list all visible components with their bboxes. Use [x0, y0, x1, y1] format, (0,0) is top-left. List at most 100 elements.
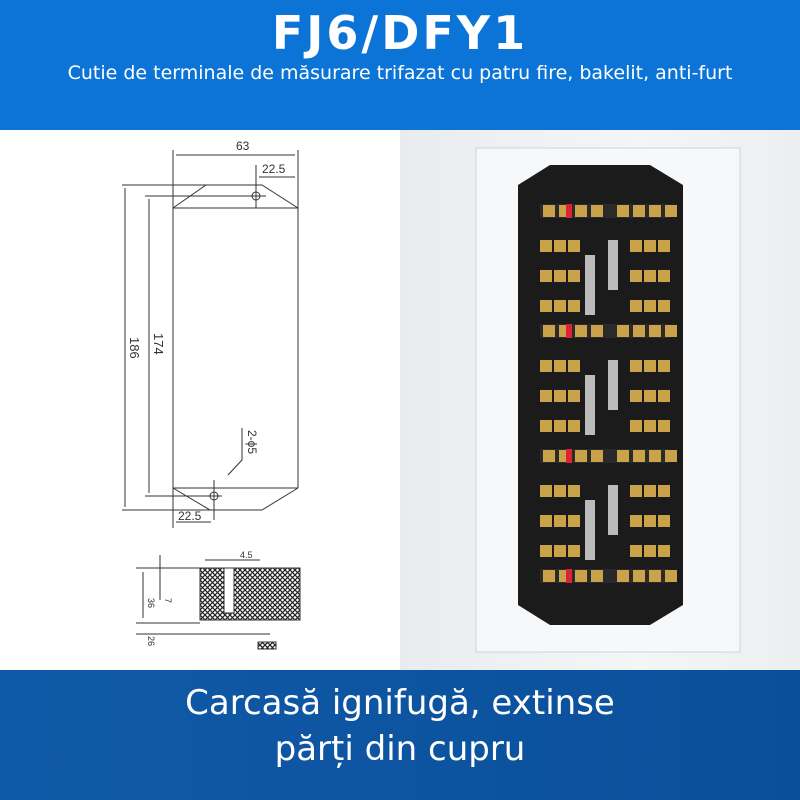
dimension-drawing: 63 22.5 186 174 2-ϕ5 22.5 4.5 36 7 26	[0, 130, 400, 670]
terminal-screw	[644, 485, 656, 497]
terminal-screw	[649, 205, 661, 217]
metal-link	[585, 500, 595, 560]
outline-front	[122, 150, 299, 528]
footer-line-2: părți din cupru	[274, 729, 526, 769]
terminal-screw	[617, 205, 629, 217]
dim-offset-top: 22.5	[262, 162, 286, 176]
terminal-screw	[554, 545, 566, 557]
link-marker	[566, 204, 572, 218]
terminal-screw	[575, 205, 587, 217]
terminal-screw	[540, 390, 552, 402]
terminal-screw	[540, 360, 552, 372]
terminal-screw	[540, 515, 552, 527]
dim-offset-bottom: 22.5	[178, 509, 202, 523]
terminal-screw	[568, 420, 580, 432]
terminal-screw	[568, 360, 580, 372]
dim-slot: 4.5	[240, 550, 253, 560]
terminal-screw	[644, 270, 656, 282]
link-marker	[566, 324, 572, 338]
terminal-screw	[665, 205, 677, 217]
terminal-screw	[540, 420, 552, 432]
terminal-screw	[554, 420, 566, 432]
terminal-screw	[554, 240, 566, 252]
metal-link	[585, 255, 595, 315]
terminal-screw	[658, 515, 670, 527]
metal-link	[608, 485, 618, 535]
terminal-screw	[630, 240, 642, 252]
product-subtitle: Cutie de terminale de măsurare trifazat …	[67, 62, 733, 84]
terminal-screw	[568, 545, 580, 557]
terminal-screw	[658, 420, 670, 432]
terminal-screw	[554, 360, 566, 372]
terminal-screw	[591, 450, 603, 462]
terminal-screw	[575, 570, 587, 582]
terminal-screw	[543, 205, 555, 217]
terminal-screw	[568, 240, 580, 252]
terminal-screw	[554, 300, 566, 312]
terminal-screw	[591, 570, 603, 582]
terminal-screw	[630, 390, 642, 402]
terminal-screw	[658, 360, 670, 372]
terminal-screw	[630, 515, 642, 527]
terminal-screw	[633, 450, 645, 462]
terminal-screw	[630, 360, 642, 372]
terminal-screw	[591, 205, 603, 217]
terminal-screw	[658, 240, 670, 252]
terminal-screw	[617, 570, 629, 582]
terminal-screw	[630, 270, 642, 282]
terminal-screw	[658, 485, 670, 497]
terminal-screw	[554, 485, 566, 497]
terminal-screw	[568, 270, 580, 282]
terminal-screw	[644, 360, 656, 372]
terminal-screw	[568, 300, 580, 312]
terminal-screw	[554, 515, 566, 527]
terminal-screw	[644, 300, 656, 312]
terminal-screw	[554, 390, 566, 402]
link-marker	[566, 449, 572, 463]
terminal-screw	[633, 570, 645, 582]
section-view	[136, 555, 301, 650]
terminal-screw	[617, 325, 629, 337]
terminal-screw	[630, 485, 642, 497]
terminal-screw	[644, 240, 656, 252]
terminal-screw	[658, 390, 670, 402]
terminal-screw	[575, 325, 587, 337]
terminal-screw	[633, 325, 645, 337]
terminal-screw	[568, 485, 580, 497]
terminal-screw	[630, 300, 642, 312]
metal-link	[608, 360, 618, 410]
terminal-screw	[617, 450, 629, 462]
terminal-screw	[630, 545, 642, 557]
terminal-screw	[665, 450, 677, 462]
terminal-screw	[644, 545, 656, 557]
product-title: FJ6/DFY1	[271, 6, 529, 60]
terminal-screw	[644, 390, 656, 402]
terminal-screw	[665, 570, 677, 582]
dim-width: 63	[236, 139, 250, 153]
terminal-screw	[649, 325, 661, 337]
terminal-screw	[630, 420, 642, 432]
terminal-screw	[633, 205, 645, 217]
dim-depth-small: 7	[163, 598, 173, 603]
metal-link	[608, 240, 618, 290]
dim-depth: 36	[146, 598, 156, 608]
terminal-screw	[543, 570, 555, 582]
terminal-screw	[665, 325, 677, 337]
terminal-screw	[644, 515, 656, 527]
terminal-screw	[568, 390, 580, 402]
terminal-screw	[540, 300, 552, 312]
terminal-screw	[658, 545, 670, 557]
product-photo	[400, 130, 800, 670]
terminal-screw	[649, 450, 661, 462]
terminal-screw	[540, 240, 552, 252]
terminal-screw	[540, 485, 552, 497]
terminal-screw	[644, 420, 656, 432]
dim-holes: 2-ϕ5	[245, 430, 259, 454]
brass-terminals	[540, 204, 677, 583]
footer-banner: Carcasă ignifugă, extinse părți din cupr…	[0, 670, 800, 800]
terminal-screw	[540, 545, 552, 557]
header-banner: FJ6/DFY1 Cutie de terminale de măsurare …	[0, 0, 800, 130]
terminal-screw	[658, 300, 670, 312]
dim-outer-height: 186	[127, 337, 142, 359]
terminal-screw	[543, 450, 555, 462]
